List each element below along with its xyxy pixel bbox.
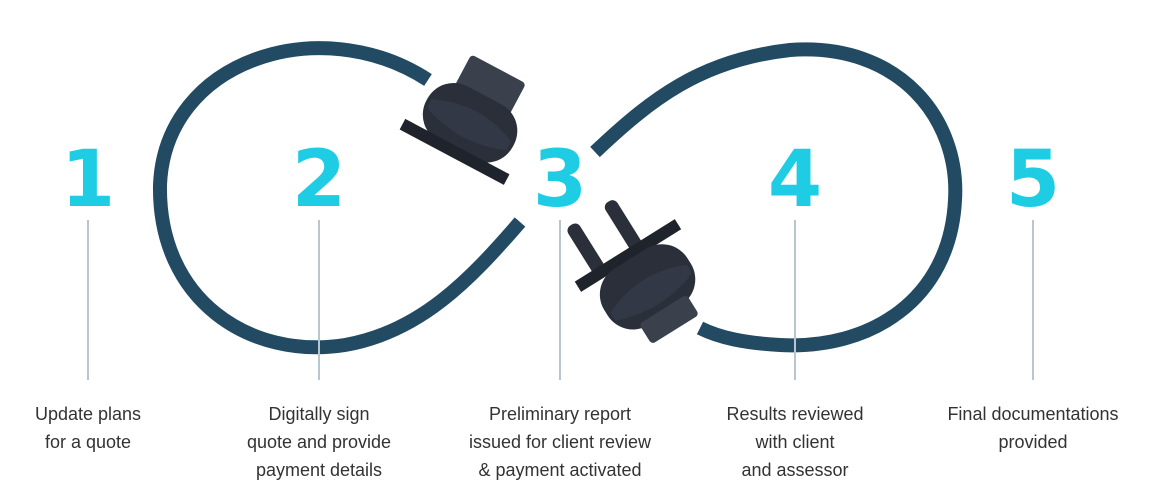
step-caption-1: Update plans for a quote (0, 400, 208, 456)
step-caption-line: for a quote (44, 432, 132, 452)
step-caption-line: issued for client review (468, 432, 652, 452)
cable-right-loop (590, 42, 963, 353)
step-caption-line: Digitally sign (268, 404, 370, 424)
step-connector-5 (1032, 220, 1034, 380)
female-plug-icon (399, 55, 525, 185)
step-number-1: 1 (60, 135, 116, 225)
male-plug-icon (567, 200, 698, 343)
step-caption-line: provided (998, 432, 1068, 452)
step-number-3: 3 (532, 135, 588, 225)
step-caption-line: with client (755, 432, 835, 452)
female-plug-collar (455, 55, 525, 114)
step-connector-1 (87, 220, 89, 380)
male-plug-shade (610, 264, 693, 321)
step-caption-line: Preliminary report (488, 404, 632, 424)
female-plug-plate (399, 118, 510, 185)
step-caption-line: Results reviewed (726, 404, 864, 424)
step-caption-4: Results reviewed with client and assessor (675, 400, 915, 484)
step-number-4: 4 (767, 135, 823, 225)
step-number-2: 2 (291, 135, 347, 225)
step-caption-line: and assessor (741, 460, 849, 480)
step-caption-3: Preliminary report issued for client revi… (440, 400, 680, 484)
step-caption-line: Final documentations (947, 404, 1119, 424)
step-caption-line: Update plans (34, 404, 142, 424)
step-caption-line: & payment activated (478, 460, 642, 480)
cable-left-loop (152, 41, 526, 355)
step-caption-line: quote and provide (246, 432, 392, 452)
male-plug-prong-left (567, 223, 605, 274)
step-caption-2: Digitally sign quote and provide payment d… (199, 400, 439, 484)
male-plug-collar (640, 295, 698, 343)
step-connector-3 (559, 220, 561, 380)
male-plug-plate (574, 219, 682, 292)
female-plug-shade (427, 98, 512, 151)
step-connector-2 (318, 220, 320, 380)
step-caption-line: payment details (255, 460, 383, 480)
step-connector-4 (794, 220, 796, 380)
step-number-5: 5 (1005, 135, 1061, 225)
male-plug-prong-right (604, 200, 642, 251)
step-caption-5: Final documentations provided (913, 400, 1153, 456)
